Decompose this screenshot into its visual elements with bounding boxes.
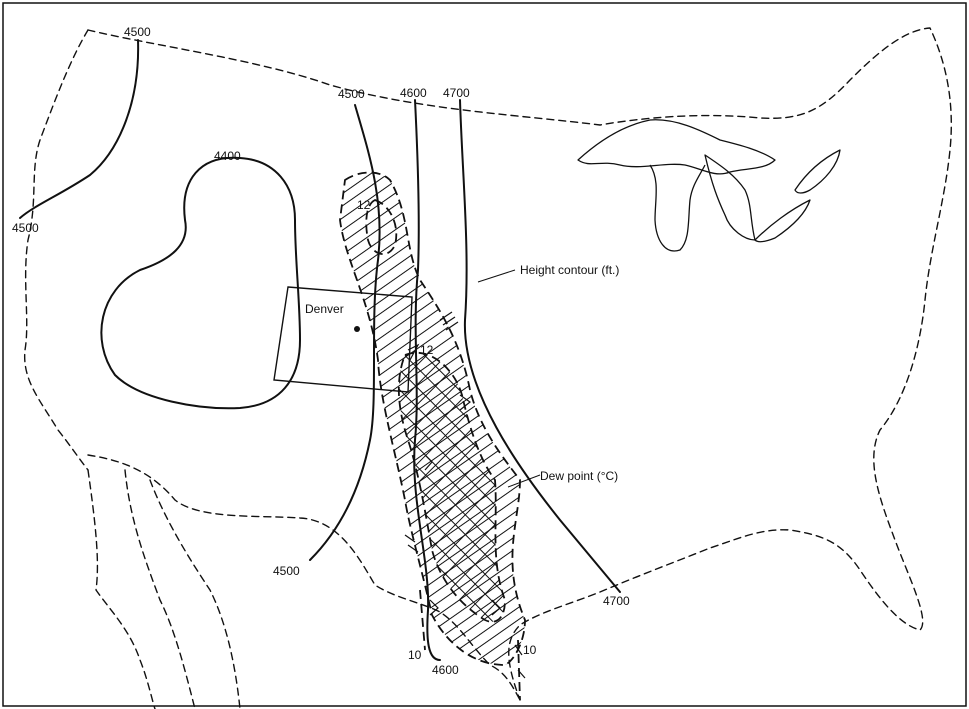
- contour-label-4400: 4400: [214, 149, 241, 163]
- height-contour-4500: [309, 104, 381, 561]
- height-contour-leader: [477, 269, 516, 283]
- dewpoint-label-10-west: 10: [408, 648, 422, 662]
- contour-label-4500-top: 4500: [124, 25, 151, 39]
- baja-coast-outer: [87, 469, 156, 709]
- legend-height-contour: Height contour (ft.): [520, 263, 619, 277]
- contour-label-4500-west: 4500: [12, 221, 39, 235]
- lake-michigan: [649, 164, 706, 252]
- wind-barb: [491, 599, 501, 616]
- wind-barb: [429, 599, 439, 616]
- dewpoint-label-12-north: 12: [357, 198, 371, 212]
- height-contour-4700: [459, 99, 621, 593]
- lake-superior: [577, 119, 776, 175]
- dewpoint-isoline-12-north: [365, 199, 398, 255]
- contour-label-4500-north: 4500: [338, 87, 365, 101]
- wind-barb: [404, 534, 419, 553]
- wind-barbs: [404, 311, 526, 679]
- contour-label-4500-south: 4500: [273, 564, 300, 578]
- us-west-coast: [24, 29, 89, 471]
- wind-barb: [407, 343, 420, 361]
- contour-label-4600-south: 4600: [432, 663, 459, 677]
- dew-point-leader: [507, 474, 541, 488]
- lake-erie: [754, 199, 811, 243]
- dewpoint-label-12-south: 12: [420, 343, 434, 357]
- baja-coast-inner: [124, 469, 196, 709]
- wind-barb: [424, 454, 433, 471]
- city-label-denver: Denver: [305, 302, 344, 316]
- dewpoint-isoline-10: [339, 171, 526, 666]
- legend-dew-point: Dew point (°C): [540, 469, 618, 483]
- wind-barb: [439, 311, 459, 331]
- us-boundary-outline: [87, 27, 952, 701]
- lake-huron: [704, 154, 756, 241]
- dewpoint-isoline-10-tail: [419, 589, 521, 701]
- wind-barb: [459, 394, 472, 411]
- contour-label-4600-north: 4600: [400, 86, 427, 100]
- contour-label-4700-south: 4700: [603, 594, 630, 608]
- lake-ontario: [794, 149, 841, 194]
- dewpoint-region-12: [398, 352, 505, 622]
- contour-label-4700-north: 4700: [443, 86, 470, 100]
- denver-city-marker: [354, 326, 360, 332]
- height-contour-4500-northwest: [19, 39, 140, 219]
- height-contour-4400: [100, 156, 302, 410]
- height-contour-4600: [413, 99, 441, 661]
- dewpoint-isoline-12-south: [397, 352, 506, 623]
- mexico-coast: [149, 479, 241, 709]
- wind-barb: [514, 644, 526, 679]
- denver-region-box: [273, 286, 413, 393]
- dewpoint-label-10-east: 10: [523, 643, 537, 657]
